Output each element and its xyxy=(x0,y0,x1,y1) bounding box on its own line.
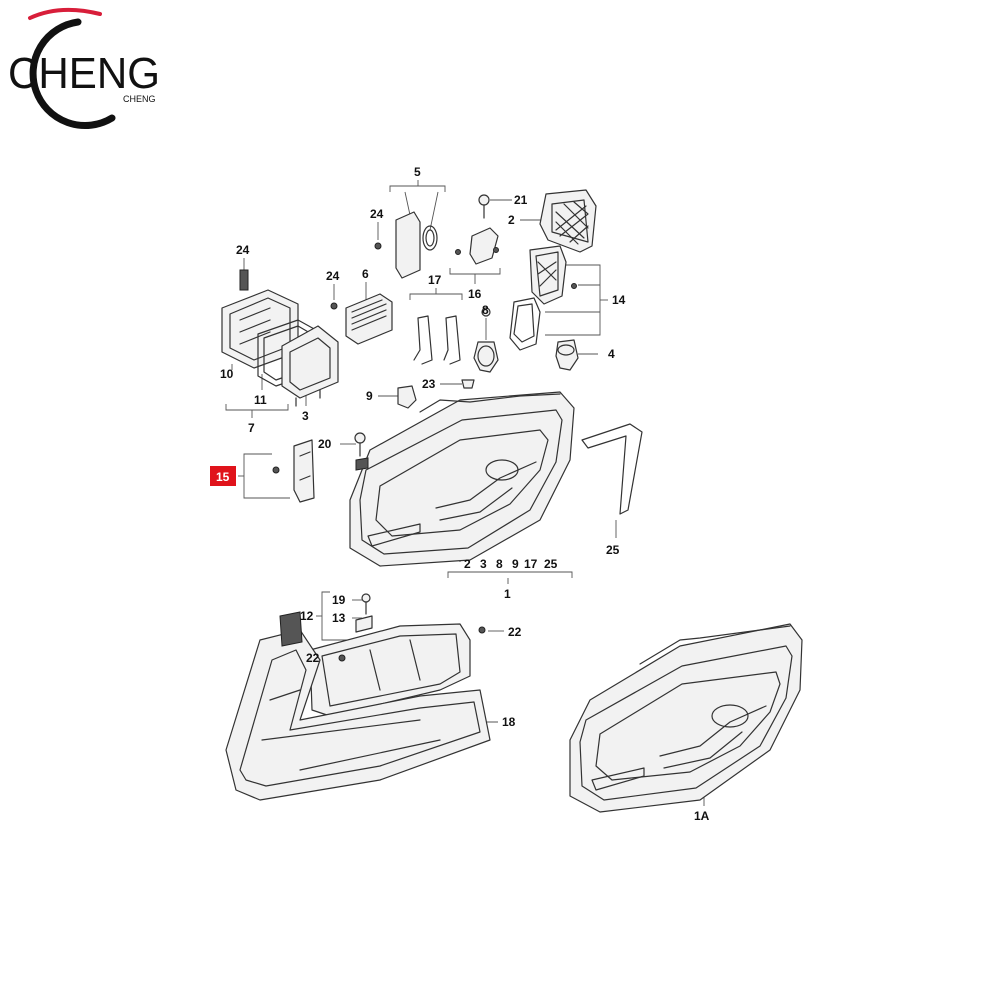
part-access-cover-2 xyxy=(539,189,597,253)
logo-subwordmark: CHENG xyxy=(123,94,156,104)
callout-group-item: 25 xyxy=(544,557,558,571)
callout-15: 15 xyxy=(216,470,230,484)
logo-swoosh xyxy=(28,7,102,20)
callout-20: 20 xyxy=(318,437,332,451)
part-clips-17 xyxy=(413,315,461,365)
part-screw-20 xyxy=(354,432,366,457)
callout-11: 11 xyxy=(254,393,267,407)
callout-group-1: 2 3 8 9 17 25 xyxy=(464,557,558,571)
part-control-module xyxy=(330,293,393,345)
part-cap-23 xyxy=(461,379,475,389)
logo-wordmark: CHENG xyxy=(8,49,160,98)
part-bulb-socket-4 xyxy=(555,339,579,371)
part-plug-9 xyxy=(397,385,417,409)
callout-24-left: 24 xyxy=(236,243,250,257)
callout-14: 14 xyxy=(612,293,626,307)
callout-21: 21 xyxy=(514,193,528,207)
callout-4: 4 xyxy=(608,347,615,361)
part-carrier-frame-18 xyxy=(225,611,491,801)
callout-8: 8 xyxy=(482,303,489,317)
callout-24-mid: 24 xyxy=(326,269,340,283)
callout-group-item: 9 xyxy=(512,557,519,571)
part-trim-strip-25 xyxy=(581,423,643,515)
callout-22-left: 22 xyxy=(306,651,320,665)
part-headlamp-1a xyxy=(569,623,803,813)
callout-18: 18 xyxy=(502,715,516,729)
callout-23: 23 xyxy=(422,377,436,391)
callout-10: 10 xyxy=(220,367,234,381)
part-cover-cap xyxy=(374,211,438,279)
callout-12: 12 xyxy=(300,609,314,623)
callout-25: 25 xyxy=(606,543,620,557)
callout-1a: 1A xyxy=(694,809,710,823)
leader-lines xyxy=(225,180,705,806)
callout-6: 6 xyxy=(362,267,369,281)
callout-group-item: 2 xyxy=(464,557,471,571)
logo-ring xyxy=(29,18,116,129)
part-access-cover-14 xyxy=(529,245,577,305)
part-ballast-control-unit xyxy=(221,269,299,369)
part-mounting-bracket-12 xyxy=(309,593,486,717)
brand-logo: CHENG CHENG xyxy=(8,7,160,129)
callout-group-item: 17 xyxy=(524,557,538,571)
callout-13: 13 xyxy=(332,611,346,625)
part-bracket-16 xyxy=(455,227,499,265)
callout-3: 3 xyxy=(302,409,309,423)
part-screw-21 xyxy=(478,194,490,219)
callout-labels: 5 21 24 2 24 24 6 17 16 14 8 4 10 23 9 1… xyxy=(210,165,710,823)
callout-9: 9 xyxy=(366,389,373,403)
callout-7: 7 xyxy=(248,421,255,435)
callout-16: 16 xyxy=(468,287,482,301)
part-headlamp-1 xyxy=(349,391,575,567)
part-gasket-14 xyxy=(509,297,541,351)
callout-2: 2 xyxy=(508,213,515,227)
callout-19: 19 xyxy=(332,593,346,607)
callout-group-item: 3 xyxy=(480,557,487,571)
callout-5: 5 xyxy=(414,165,421,179)
callout-1: 1 xyxy=(504,587,511,601)
callout-22-right: 22 xyxy=(508,625,522,639)
callout-group-item: 8 xyxy=(496,557,503,571)
callout-17: 17 xyxy=(428,273,442,287)
part-bulb-8 xyxy=(473,307,499,373)
callout-15-badge xyxy=(210,466,236,486)
part-bracket-15 xyxy=(272,439,315,503)
part-ballast-housing xyxy=(281,325,339,407)
callout-15-highlighted: 15 xyxy=(210,466,236,486)
callout-24-top: 24 xyxy=(370,207,384,221)
